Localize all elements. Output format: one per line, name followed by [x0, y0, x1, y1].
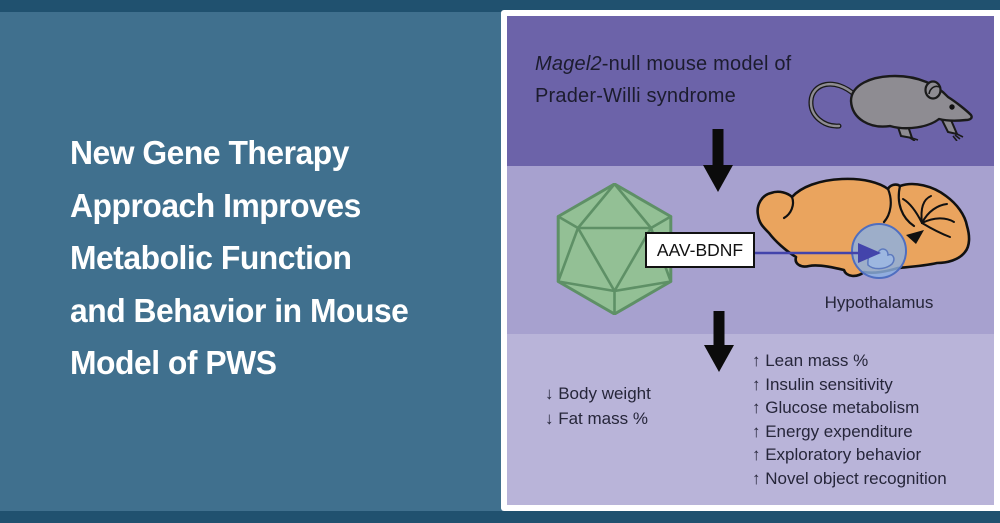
- list-item: ↑ Lean mass %: [752, 351, 869, 370]
- list-item: ↑ Novel object recognition: [752, 468, 947, 488]
- headline-line: Model of PWS: [70, 345, 277, 382]
- hypothalamus-label: Hypothalamus: [824, 293, 934, 312]
- model-title-line1-rest: -null mouse model of: [601, 53, 792, 75]
- mouse-icon: [808, 74, 973, 141]
- gene-name: Magel2: [535, 53, 602, 75]
- list-item: ↑ Insulin sensitivity: [752, 374, 893, 394]
- list-item: ↓ Fat mass %: [545, 409, 648, 428]
- graphical-abstract: Magel2-null mouse model of Prader-Willi …: [507, 16, 994, 505]
- vector-label-box: AAV-BDNF: [645, 232, 755, 268]
- list-item: ↓ Body weight: [545, 384, 651, 403]
- vector-label: AAV-BDNF: [656, 239, 744, 260]
- injection-arrow-icon: [752, 243, 881, 263]
- list-item: ↑ Glucose metabolism: [752, 398, 920, 418]
- headline-line: Metabolic Function: [70, 240, 352, 277]
- decreased-outcomes-list: ↓ Body weight ↓ Fat mass %: [545, 381, 651, 431]
- aav-capsid-icon: [556, 183, 673, 315]
- model-title-line1: Magel2-null mouse model of: [535, 48, 791, 80]
- down-arrow-icon: [704, 311, 734, 372]
- increased-outcomes-list: ↑ Lean mass % ↑ Insulin sensitivity ↑ Gl…: [752, 349, 947, 491]
- headline-line: New Gene Therapy: [70, 135, 349, 172]
- graphical-abstract-panel: Magel2-null mouse model of Prader-Willi …: [501, 10, 1000, 511]
- down-arrow-icon: [703, 129, 733, 192]
- model-title-line2: Prader-Willi syndrome: [535, 85, 736, 107]
- list-item: ↑ Exploratory behavior: [752, 445, 922, 465]
- bottom-accent-bar: [0, 511, 1000, 523]
- list-item: ↑ Energy expenditure: [752, 421, 913, 441]
- headline-line: and Behavior in Mouse: [70, 292, 409, 330]
- model-title: Magel2-null mouse model of Prader-Willi …: [535, 48, 791, 112]
- mouse-brain-icon: [756, 177, 971, 279]
- headline-line: Approach Improves: [70, 187, 361, 225]
- headline: New Gene Therapy Approach Improves Metab…: [70, 128, 469, 391]
- top-accent-bar: [0, 0, 1000, 12]
- band-outcomes: [507, 334, 994, 505]
